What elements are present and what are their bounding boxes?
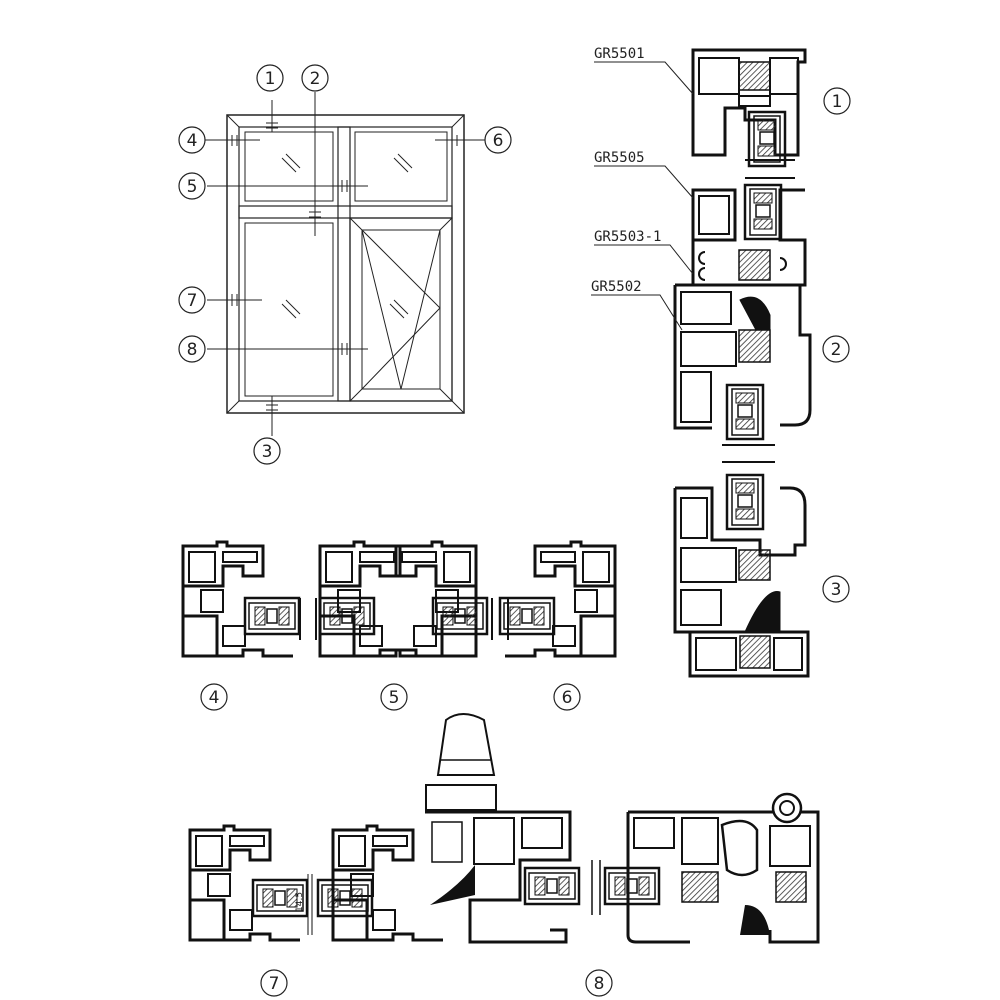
section-number: 5 (389, 688, 400, 708)
section-marker-6: 6 (553, 683, 581, 711)
elevation-callout-3: 3 (253, 437, 281, 465)
profile-label-gr5502: GR5502 (591, 279, 683, 331)
section-marker-5: 5 (380, 683, 408, 711)
profile-code: GR5503-1 (594, 229, 661, 245)
profile-code: GR5502 (591, 279, 642, 295)
callout-label: 6 (493, 131, 504, 151)
callout-label: 1 (265, 69, 276, 89)
section-number: 7 (269, 974, 280, 994)
callout-label: 7 (187, 291, 198, 311)
section-marker-1: 1 (823, 87, 851, 115)
profile-label-gr5501: GR5501 (594, 46, 694, 95)
elevation-callout-2: 2 (301, 64, 329, 92)
section-number: 6 (562, 688, 573, 708)
horizontal-sections-7-8 (188, 713, 820, 944)
section-marker-3: 3 (822, 575, 850, 603)
profile-label-gr5505: GR5505 (594, 150, 694, 199)
section-marker-4: 4 (200, 683, 228, 711)
section-marker-7: 7 (260, 969, 288, 997)
section-number: 2 (831, 340, 842, 360)
elevation-callout-1: 1 (256, 64, 284, 92)
callout-label: 2 (310, 69, 321, 89)
section-number: 3 (831, 580, 842, 600)
window-elevation (205, 92, 485, 436)
section-marker-2: 2 (822, 335, 850, 363)
profile-code: GR5505 (594, 150, 645, 166)
elevation-callout-5: 5 (178, 172, 206, 200)
elevation-callout-8: 8 (178, 335, 206, 363)
callout-label: 5 (187, 177, 198, 197)
callout-label: 4 (187, 131, 198, 151)
horizontal-sections-4-5-6 (181, 540, 617, 658)
section-number: 4 (209, 688, 220, 708)
glass-thickness-dimension: 14.5 (295, 892, 305, 912)
profile-label-gr5503-1: GR5503-1 (594, 229, 694, 275)
section-number: 8 (594, 974, 605, 994)
vertical-section-1-2-3 (673, 48, 812, 678)
section-marker-8: 8 (585, 969, 613, 997)
elevation-callout-7: 7 (178, 286, 206, 314)
callout-label: 3 (262, 442, 273, 462)
section-number: 1 (832, 92, 843, 112)
elevation-callout-6: 6 (484, 126, 512, 154)
elevation-callout-4: 4 (178, 126, 206, 154)
profile-code: GR5501 (594, 46, 645, 62)
callout-label: 8 (187, 340, 198, 360)
